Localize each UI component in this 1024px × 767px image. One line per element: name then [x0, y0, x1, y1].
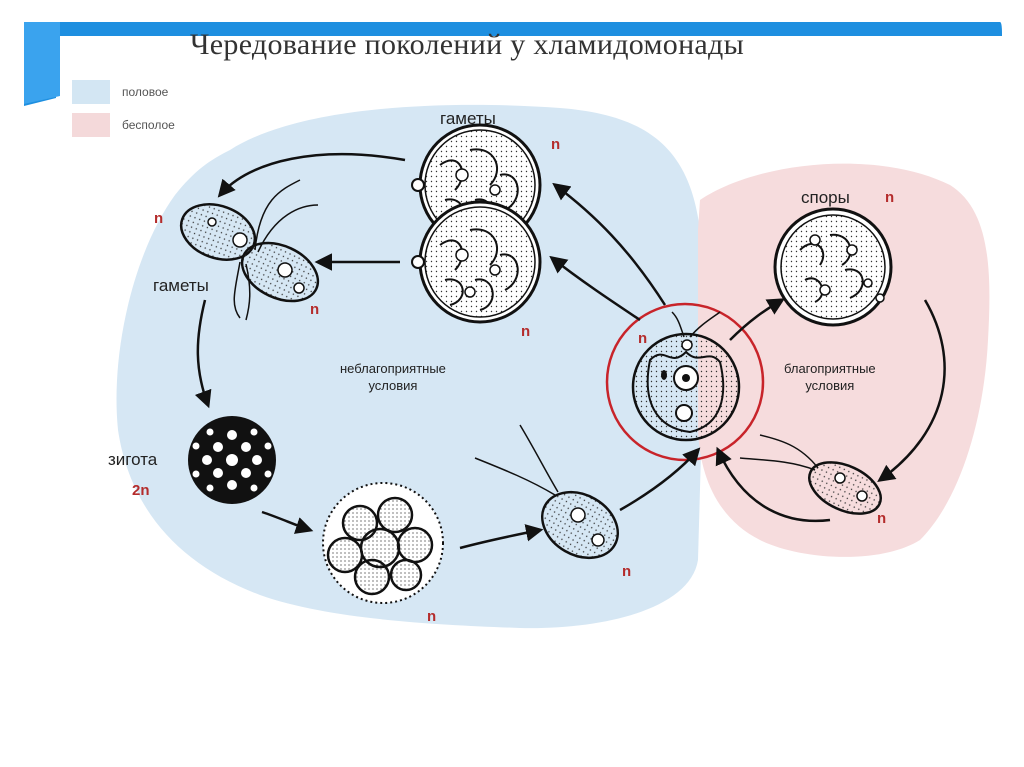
arrow-spores-to-zoospore: [877, 299, 946, 483]
label-unfavorable-conditions: неблагоприятные условия: [340, 360, 446, 394]
zoospore-right: [739, 434, 882, 515]
ploidy-gametes-top: n: [551, 136, 561, 153]
ploidy-gametes-left-2: n: [310, 301, 320, 318]
legend-swatch-asexual: [72, 113, 110, 137]
arrow-cluster-to-zoospore: [459, 524, 544, 550]
label-gametes-top: гаметы: [440, 109, 496, 128]
cycle-arrows: [194, 152, 946, 550]
legend-label-sexual: половое: [122, 85, 169, 99]
ploidy-central-cell: n: [638, 330, 648, 347]
arrow-fusion-to-zygote: [194, 299, 212, 409]
ploidy-zygote: 2n: [132, 482, 150, 499]
ploidy-spores: n: [885, 189, 895, 206]
label-gametes-left: гаметы: [153, 276, 209, 295]
favorable-line-2: условия: [805, 378, 855, 393]
arrow-center-to-spores: [729, 298, 786, 341]
ploidy-gametes-bottom: n: [521, 323, 531, 340]
zoospore-bottom: [474, 424, 619, 560]
central-cell: [605, 302, 765, 462]
arrow-zoospore-to-center-right: [715, 446, 831, 523]
legend-label-asexual: бесполое: [122, 118, 175, 132]
arrow-zoospore-to-center: [619, 447, 701, 512]
legend-swatch-sexual: [72, 80, 110, 104]
slide-header-bar: [24, 22, 1002, 106]
arrow-center-to-gametes-bottom: [549, 255, 641, 322]
ploidy-cluster: n: [427, 608, 437, 625]
label-favorable-conditions: благоприятные условия: [784, 360, 876, 394]
spores-cell: [773, 207, 893, 327]
fusing-gametes: [179, 179, 320, 321]
slide-title: Чередование поколений у хламидомонады: [190, 28, 745, 61]
favorable-line-1: благоприятные: [784, 361, 876, 376]
arrow-center-to-gametes-top: [552, 182, 667, 306]
ploidy-gametes-left-1: n: [154, 210, 164, 227]
unfavorable-line-2: условия: [368, 378, 418, 393]
zoospore-cluster: [322, 482, 444, 604]
unfavorable-line-1: неблагоприятные: [340, 361, 446, 376]
label-spores: споры: [801, 188, 850, 207]
ploidy-zoospore-bottom: n: [622, 563, 632, 580]
zygote-cell: [188, 416, 276, 504]
arrow-gametes-to-fusion: [217, 152, 406, 198]
label-zygote: зигота: [108, 450, 158, 469]
ploidy-zoospore-right: n: [877, 510, 887, 527]
asexual-region: [698, 163, 990, 557]
arrow-zygote-to-cluster: [261, 510, 314, 534]
gametes-top-cell-2: [411, 200, 542, 324]
